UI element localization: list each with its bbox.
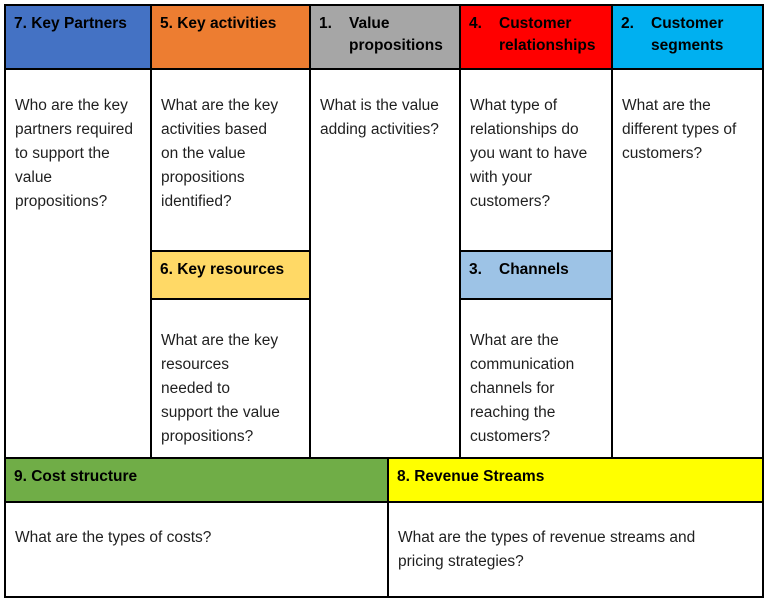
value-propositions-label: Value propositions <box>349 15 443 54</box>
customer-segments-label: Customer segments <box>651 15 724 54</box>
value-propositions-question: What is the value adding activities? <box>311 70 461 459</box>
key-resources-header: 6. Key resources <box>152 252 311 300</box>
key-partners-question: Who are the key partners required to sup… <box>6 70 152 459</box>
channels-label: Channels <box>499 261 569 278</box>
customer-segments-number: 2. <box>621 15 634 32</box>
revenue-streams-header: 8. Revenue Streams <box>389 459 762 503</box>
customer-relationships-question: What type of relationships do you want t… <box>461 70 613 252</box>
cost-structure-question: What are the types of costs? <box>6 503 389 596</box>
value-propositions-number: 1. <box>319 15 332 32</box>
customer-relationships-number: 4. <box>469 15 482 32</box>
cost-structure-header: 9. Cost structure <box>6 459 389 503</box>
customer-segments-question: What are the different types of customer… <box>613 70 762 459</box>
key-partners-header: 7. Key Partners <box>6 6 152 70</box>
key-activities-header: 5. Key activities <box>152 6 311 70</box>
channels-header: 3. Channels <box>461 252 613 300</box>
value-propositions-header: 1. Value propositions <box>311 6 461 70</box>
key-resources-question: What are the key resources needed to sup… <box>152 300 311 459</box>
revenue-streams-question: What are the types of revenue streams an… <box>398 529 696 570</box>
channels-number: 3. <box>469 261 482 278</box>
customer-segments-header: 2. Customer segments <box>613 6 762 70</box>
customer-relationships-header: 4. Customer relationships <box>461 6 613 70</box>
channels-question: What are the communication channels for … <box>461 300 613 459</box>
customer-relationships-label: Customer relationships <box>499 15 596 54</box>
key-activities-question: What are the key activities based on the… <box>152 70 311 252</box>
business-model-canvas: 7. Key Partners 5. Key activities 1. Val… <box>4 4 764 598</box>
